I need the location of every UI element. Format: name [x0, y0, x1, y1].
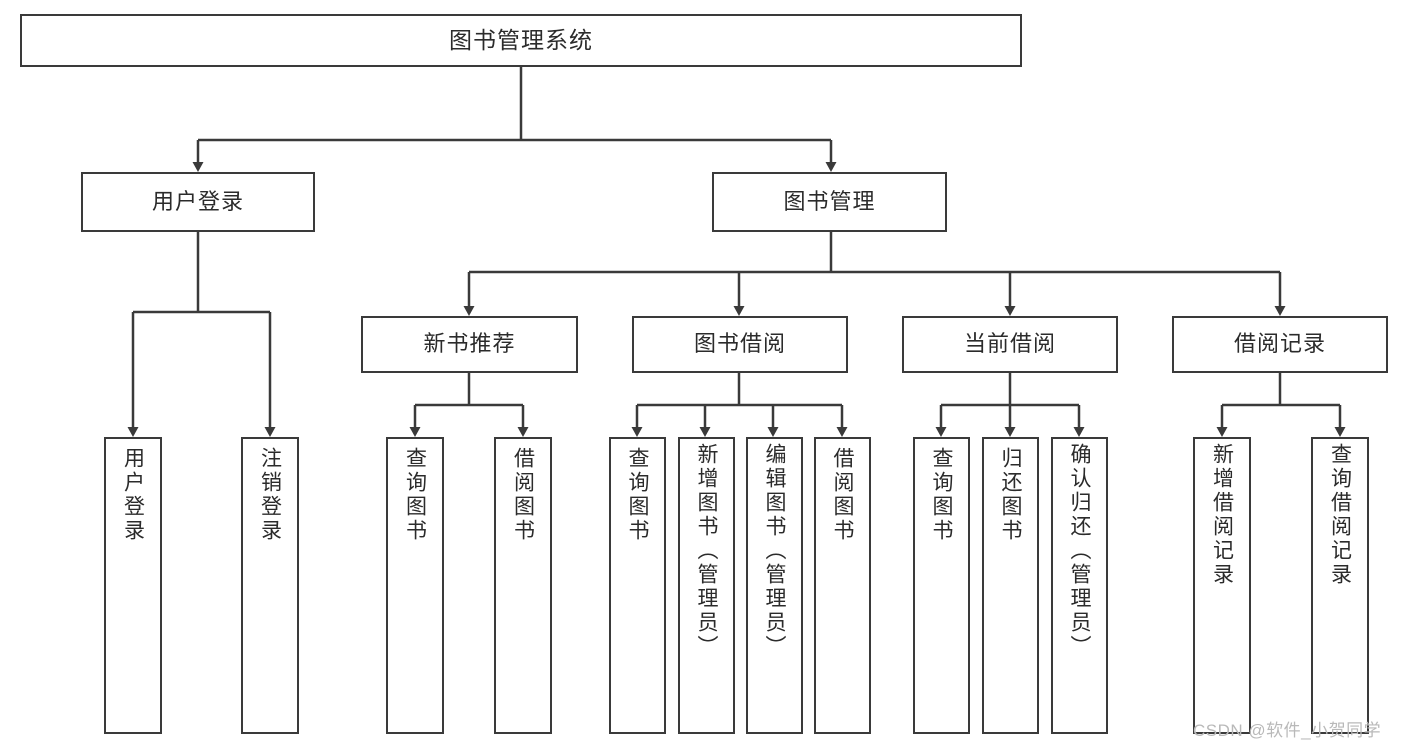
- leaf-current-confirm-return[interactable]: 确认归还（管理员）: [1051, 437, 1108, 734]
- leaf-new-book-borrow-label: 借阅图书: [511, 447, 535, 543]
- leaf-new-book-query-label: 查询图书: [403, 447, 427, 543]
- leaf-user-login-label: 用户登录: [121, 447, 145, 543]
- leaf-current-return-book-label: 归还图书: [999, 447, 1022, 543]
- leaf-borrow-borrow-book-label: 借阅图书: [831, 447, 854, 543]
- leaf-borrow-add-book[interactable]: 新增图书（管理员）: [678, 437, 735, 734]
- node-book-borrow[interactable]: 图书借阅: [632, 316, 848, 373]
- leaf-current-query-book-label: 查询图书: [930, 447, 953, 543]
- leaf-records-query-label: 查询借阅记录: [1328, 443, 1352, 587]
- leaf-current-return-book[interactable]: 归还图书: [982, 437, 1039, 734]
- csdn-watermark: CSDN @软件_小贺同学: [1193, 721, 1382, 740]
- node-user-login-label: 用户登录: [151, 188, 244, 214]
- leaf-current-query-book[interactable]: 查询图书: [913, 437, 970, 734]
- node-current-borrow-label: 当前借阅: [963, 331, 1056, 357]
- leaf-borrow-query-book-label: 查询图书: [626, 447, 649, 543]
- leaf-borrow-edit-book-label: 编辑图书（管理员）: [763, 443, 786, 659]
- node-current-borrow[interactable]: 当前借阅: [902, 316, 1118, 373]
- leaf-borrow-add-book-label: 新增图书（管理员）: [695, 443, 718, 659]
- node-book-management[interactable]: 图书管理: [712, 172, 947, 232]
- leaf-user-login[interactable]: 用户登录: [104, 437, 162, 734]
- node-user-login[interactable]: 用户登录: [81, 172, 315, 232]
- leaf-records-add-label: 新增借阅记录: [1210, 443, 1234, 587]
- leaf-borrow-borrow-book[interactable]: 借阅图书: [814, 437, 871, 734]
- node-root-label: 图书管理系统: [449, 26, 593, 53]
- node-book-management-label: 图书管理: [783, 188, 876, 214]
- leaf-records-add[interactable]: 新增借阅记录: [1193, 437, 1251, 734]
- leaf-user-logout-label: 注销登录: [258, 447, 282, 543]
- node-borrow-records-label: 借阅记录: [1233, 331, 1326, 357]
- node-new-book-recommend-label: 新书推荐: [423, 331, 516, 357]
- node-root[interactable]: 图书管理系统: [20, 14, 1022, 67]
- leaf-current-confirm-return-label: 确认归还（管理员）: [1068, 443, 1091, 659]
- leaf-user-logout[interactable]: 注销登录: [241, 437, 299, 734]
- leaf-borrow-edit-book[interactable]: 编辑图书（管理员）: [746, 437, 803, 734]
- node-new-book-recommend[interactable]: 新书推荐: [361, 316, 578, 373]
- leaf-new-book-borrow[interactable]: 借阅图书: [494, 437, 552, 734]
- node-borrow-records[interactable]: 借阅记录: [1172, 316, 1388, 373]
- node-book-borrow-label: 图书借阅: [693, 331, 786, 357]
- leaf-records-query[interactable]: 查询借阅记录: [1311, 437, 1369, 734]
- leaf-borrow-query-book[interactable]: 查询图书: [609, 437, 666, 734]
- leaf-new-book-query[interactable]: 查询图书: [386, 437, 444, 734]
